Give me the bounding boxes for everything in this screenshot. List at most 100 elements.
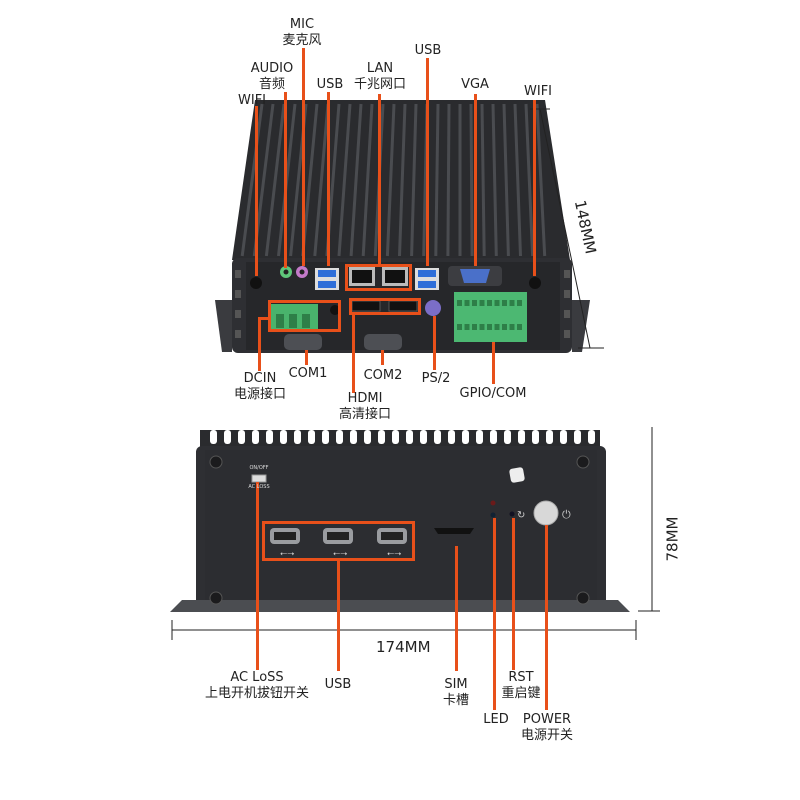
heatsink-fin — [240, 103, 264, 257]
usb-icon: ⭠⭢ — [280, 549, 294, 559]
label-vga: VGA — [461, 77, 489, 92]
dimension-width: 174MM — [376, 638, 431, 656]
heatsink-fin — [504, 430, 511, 444]
heatsink-fin — [294, 430, 301, 444]
heatsink-fin — [364, 430, 371, 444]
heatsink-fin — [361, 103, 374, 257]
hdmi-port-2 — [388, 300, 418, 312]
heatsink-fin — [574, 430, 581, 444]
heatsink-fin — [560, 430, 567, 444]
power-icon: ⏻ — [562, 508, 571, 521]
label-usb-left: USB — [316, 77, 344, 92]
gpio-pin — [457, 324, 462, 330]
gpio-pin — [502, 324, 507, 330]
label-com2: COM2 — [363, 368, 403, 383]
wifi-antenna-right — [529, 277, 541, 289]
heatsink-fin — [518, 430, 525, 444]
dcin-highlight-box — [268, 300, 341, 332]
heatsink-fin — [588, 430, 595, 444]
gpio-pin — [517, 324, 522, 330]
heatsink-fin — [532, 430, 539, 444]
heatsink-fin — [448, 430, 455, 444]
usb-icon: ⭠⭢ — [333, 549, 347, 559]
rst-button[interactable] — [509, 511, 515, 517]
heatsink-fin — [349, 103, 363, 257]
gpio-pin — [494, 300, 500, 306]
heatsink-fin — [301, 103, 319, 257]
heatsink-fin — [434, 103, 440, 257]
heatsink-fin — [480, 103, 486, 257]
sim-slot[interactable] — [434, 528, 474, 534]
front-heatsink — [200, 430, 600, 448]
heatsink-fin — [535, 103, 547, 257]
gpio-pin — [517, 300, 522, 306]
heatsink-fin — [322, 430, 329, 444]
switch-label-top: ON/OFF — [249, 465, 269, 471]
acloss-switch[interactable] — [251, 474, 267, 483]
heatsink-fin — [252, 430, 259, 444]
heatsink-fin — [446, 103, 451, 257]
heatsink-fin — [280, 430, 287, 444]
label-wifi-right: WIFI — [524, 84, 552, 99]
heatsink-fin — [420, 430, 427, 444]
heatsink-fin — [224, 430, 231, 444]
gpio-pin — [464, 300, 470, 306]
gpio-pin — [464, 324, 470, 330]
led-hdd — [490, 512, 496, 518]
heatsink-fin — [398, 103, 407, 257]
hdmi-highlight-box — [349, 298, 421, 315]
gpio-pin — [487, 324, 492, 330]
gpio-pin — [472, 300, 477, 306]
label-usb-front: USB — [324, 677, 352, 692]
label-ps2: PS/2 — [421, 371, 451, 386]
gpio-terminal — [454, 292, 527, 342]
heatsink-fin — [264, 103, 286, 257]
heatsink-fin — [491, 103, 498, 257]
com1-port — [284, 334, 322, 350]
gpio-pin — [472, 324, 477, 330]
label-led: LED — [483, 712, 509, 727]
heatsink-fin — [462, 430, 469, 444]
heatsink-fin — [502, 103, 510, 257]
power-button[interactable] — [533, 500, 559, 526]
heatsink-fin — [469, 103, 474, 257]
heatsink-fin — [434, 430, 441, 444]
hdmi-port-1 — [351, 300, 381, 312]
heatsink-fin — [336, 430, 343, 444]
heatsink-fin — [210, 430, 217, 444]
heatsink-fin — [392, 430, 399, 444]
gpio-pin — [509, 324, 515, 330]
heatsink-fin — [406, 430, 413, 444]
heatsink-fin — [513, 103, 522, 257]
ps2-port — [425, 300, 441, 316]
heatsink-fin — [385, 103, 396, 257]
heatsink-fin — [476, 430, 483, 444]
gpio-pin — [487, 300, 492, 306]
label-com1: COM1 — [288, 366, 328, 381]
gpio-pin — [509, 300, 515, 306]
heatsink-fin — [337, 103, 352, 257]
back-heatsink — [232, 100, 570, 260]
gpio-pin — [479, 324, 485, 330]
label-wifi-left: WIFI — [238, 93, 266, 108]
label-gpio: GPIO/COM — [459, 386, 527, 401]
led-power — [490, 500, 496, 506]
dimension-lines — [171, 108, 660, 640]
gpio-pin — [502, 300, 507, 306]
heatsink-fin — [378, 430, 385, 444]
brand-logo — [509, 467, 525, 483]
label-usb-right: USB — [414, 43, 442, 58]
wifi-antenna-left — [250, 277, 262, 289]
lan-highlight-box — [345, 264, 412, 291]
heatsink-fin — [238, 430, 245, 444]
heatsink-fin — [546, 430, 553, 444]
